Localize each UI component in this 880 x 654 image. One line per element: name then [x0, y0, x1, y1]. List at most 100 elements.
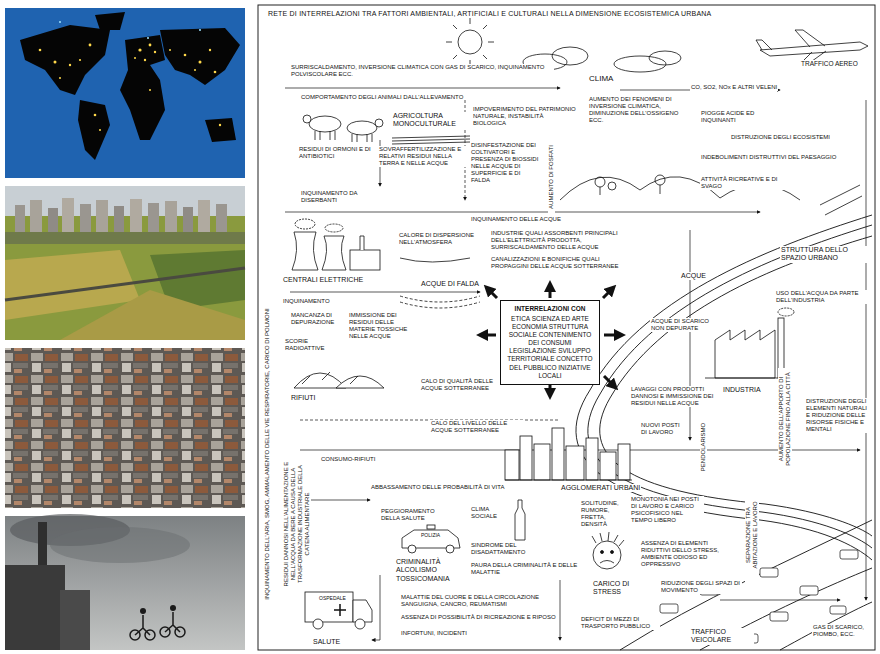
- annotation-label: INDEBOLIMENTI DISTRUTTIVI DEL PAESAGGIO: [700, 154, 837, 161]
- annotation-label: ABBASSAMENTO DELLE PROBABILITÀ DI VITA: [370, 484, 506, 491]
- annotation-label: AGGLOMERATI URBANI: [560, 484, 641, 492]
- annotation-label: LAVAGGI CON PRODOTTI DANNOSI E IMMISSION…: [630, 386, 718, 407]
- cars: [840, 550, 858, 559]
- world-night-photo: [94, 114, 97, 117]
- interrelation-arrows: [482, 286, 620, 394]
- roads: [576, 215, 872, 650]
- city-fields-photo: [62, 198, 74, 235]
- stressed-face: [592, 532, 624, 546]
- annotation-label: RIDUZIONE DEGLI SPAZI DI MOVIMENTO: [660, 580, 742, 594]
- sun-and-sky: [760, 42, 868, 56]
- annotation-label: SALUTE: [312, 638, 341, 646]
- world-night-photo: [154, 51, 156, 53]
- city-fields-photo: [183, 207, 193, 235]
- annotation-label: ATTIVITÀ RICREATIVE E DI SVAGO: [700, 176, 792, 190]
- annotation-label: ACQUE: [680, 272, 707, 280]
- annotation-label: DISINFESTAZIONE DEI COLTIVATORI E PRESEN…: [470, 142, 540, 184]
- annotation-label: POLIZIA: [420, 533, 441, 539]
- sun-and-sky: [756, 30, 826, 64]
- ambulance: [334, 604, 346, 616]
- landscape: [560, 175, 862, 215]
- power-plant: [400, 296, 480, 308]
- farm-animals: [303, 115, 311, 123]
- police-car: [408, 545, 416, 553]
- city-fields-photo: [148, 203, 159, 235]
- city-fields-photo: [5, 232, 245, 244]
- city-skyline: [618, 444, 630, 480]
- smog-photo: [165, 612, 180, 632]
- annotation-label: MONOTONIA NEI POSTI DI LAVORO E CARICO P…: [630, 496, 704, 524]
- annotation-label: CALO DEL LIVELLO DELLE ACQUE SOTTERRANEE: [430, 420, 524, 434]
- bottle: [515, 500, 525, 540]
- smog-photo: [130, 612, 185, 640]
- interrelation-arrows: [604, 334, 620, 337]
- ambulance: [305, 592, 372, 629]
- city-fields-photo: [5, 186, 245, 340]
- bottle: [515, 500, 525, 540]
- annotation-label: DEFICIT DI MEZZI DI TRASPORTO PUBBLICO: [580, 616, 660, 630]
- world-night-photo: [78, 100, 110, 160]
- annotation-label: MALATTIE DEL CUORE E DELLA CIRCOLAZIONE …: [400, 594, 552, 608]
- annotation-label: CLIMA: [588, 74, 614, 83]
- waste-piles: [336, 376, 384, 388]
- world-night-photo: [99, 129, 101, 131]
- farm-animals: [375, 119, 383, 127]
- world-night-photo: [39, 49, 42, 52]
- box-text: ETICA SCIENZA ED ARTE ECONOMIA STRUTTURA…: [504, 315, 596, 380]
- cars: [770, 612, 788, 621]
- world-night-photo: [184, 54, 187, 57]
- farm-animals: [392, 136, 470, 144]
- world-night-photo: [69, 64, 71, 66]
- smog-photo: [38, 522, 47, 572]
- annotation-label: GAS DI SCARICO, PIOMBO, ECC.: [812, 624, 872, 638]
- police-car: [446, 545, 454, 553]
- city-skyline: [566, 446, 584, 480]
- roads: [588, 225, 872, 548]
- roads: [780, 602, 872, 650]
- sun-and-sky: [649, 51, 681, 65]
- power-plant: [325, 224, 343, 232]
- city-fields-photo: [80, 204, 91, 235]
- sun-and-sky: [446, 18, 494, 66]
- city-fields-photo: [5, 268, 245, 300]
- world-night-photo: [89, 44, 92, 47]
- city-fields-photo: [60, 290, 245, 340]
- waste-piles: [302, 372, 358, 384]
- annotation-label: ASSENZA DI POSSIBILITÀ DI RICREAZIONE E …: [400, 614, 557, 621]
- smog-photo: [140, 608, 146, 614]
- annotation-label: SOLITUDINE, RUMORE, FRETTA, DENSITÀ: [580, 500, 626, 528]
- interrelation-arrows: [488, 289, 497, 298]
- world-night-photo: [147, 37, 149, 39]
- diagram-panel: [258, 5, 875, 650]
- smog-photo: [170, 605, 176, 611]
- factory: [778, 308, 794, 316]
- city-fields-photo: [198, 200, 210, 235]
- annotation-label: SINDROME DEL DISADATTAMENTO: [470, 542, 572, 556]
- world-night-photo: [59, 21, 201, 39]
- annotation-label: CANALIZZAZIONI E BONIFICHE QUALI PROPAGG…: [490, 256, 627, 270]
- city-skyline: [505, 480, 632, 481]
- world-night-photo: [194, 69, 196, 71]
- world-night-photo: [20, 25, 110, 95]
- annotation-label: INFORTUNI, INCIDENTI: [400, 630, 468, 637]
- annotation-label: CENTRALI ELETTRICHE: [282, 276, 364, 284]
- police-car: [427, 525, 435, 529]
- city-fields-photo: [130, 199, 142, 235]
- annotation-label: MANCANZA DI DEPURAZIONE: [290, 312, 344, 326]
- annotation-label: OSPEDALE: [318, 596, 347, 602]
- flow-lines: [285, 212, 760, 213]
- annotation-label: NUOVI POSTI DI LAVORO: [640, 422, 688, 436]
- annotation-label: IMPOVERIMENTO DEL PATRIMONIO NATURALE, I…: [472, 106, 579, 127]
- city-fields-photo: [216, 204, 227, 235]
- annotation-label: DISTRUZIONE DEGLI ECOSISTEMI: [730, 134, 831, 141]
- annotation-label: INDUSTRIA: [722, 386, 762, 394]
- stressed-face: [611, 551, 614, 554]
- world-night-photo: [209, 49, 211, 51]
- annotation-label: PIOGGE ACIDE ED INQUINANTI: [700, 110, 782, 124]
- farm-animals: [352, 134, 372, 142]
- power-plant: [322, 236, 346, 270]
- city-fields-photo: [30, 200, 42, 235]
- factory: [715, 330, 775, 378]
- world-night-photo: [214, 71, 217, 74]
- ambulance: [313, 619, 323, 629]
